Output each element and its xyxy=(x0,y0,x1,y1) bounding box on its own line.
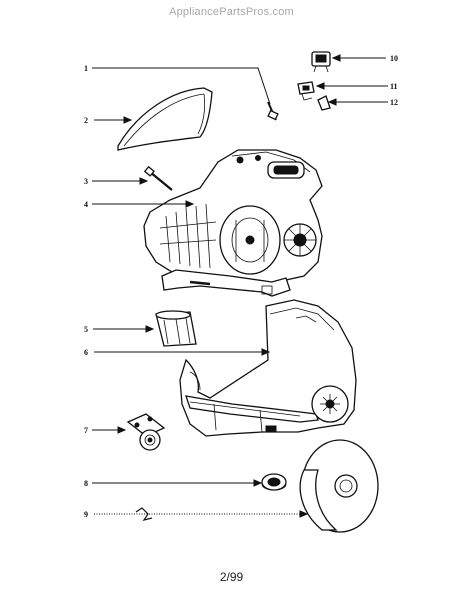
caster-wheel-icon xyxy=(126,413,166,451)
page-number: 2/99 xyxy=(219,570,244,584)
callout-7: 7 xyxy=(84,426,88,435)
callout-2: 2 xyxy=(84,116,88,125)
callout-10: 10 xyxy=(390,54,398,63)
leader-lines xyxy=(92,54,388,518)
motor-housing-icon xyxy=(143,149,323,297)
switch-lever-icon xyxy=(317,95,331,111)
callout-6: 6 xyxy=(84,348,88,357)
callout-12: 12 xyxy=(390,98,398,107)
body-shell-icon xyxy=(179,299,357,437)
switch-icon xyxy=(311,51,331,73)
callout-5: 5 xyxy=(84,325,88,334)
callout-8: 8 xyxy=(84,479,88,488)
filter-sleeve-icon xyxy=(155,310,197,347)
callout-3: 3 xyxy=(84,177,88,186)
callout-4: 4 xyxy=(84,200,88,209)
button-icon xyxy=(261,473,287,491)
site-watermark: AppliancePartsPros.com xyxy=(169,6,294,18)
callout-9: 9 xyxy=(84,510,88,519)
callout-1: 1 xyxy=(84,64,88,73)
clip-icon xyxy=(135,507,153,521)
switch-bracket-icon xyxy=(297,81,315,101)
callout-11: 11 xyxy=(390,82,398,91)
screw-icon xyxy=(267,101,279,121)
top-cover-icon xyxy=(117,87,213,151)
long-screw-icon xyxy=(143,165,173,191)
rear-wheel-icon xyxy=(299,439,379,533)
